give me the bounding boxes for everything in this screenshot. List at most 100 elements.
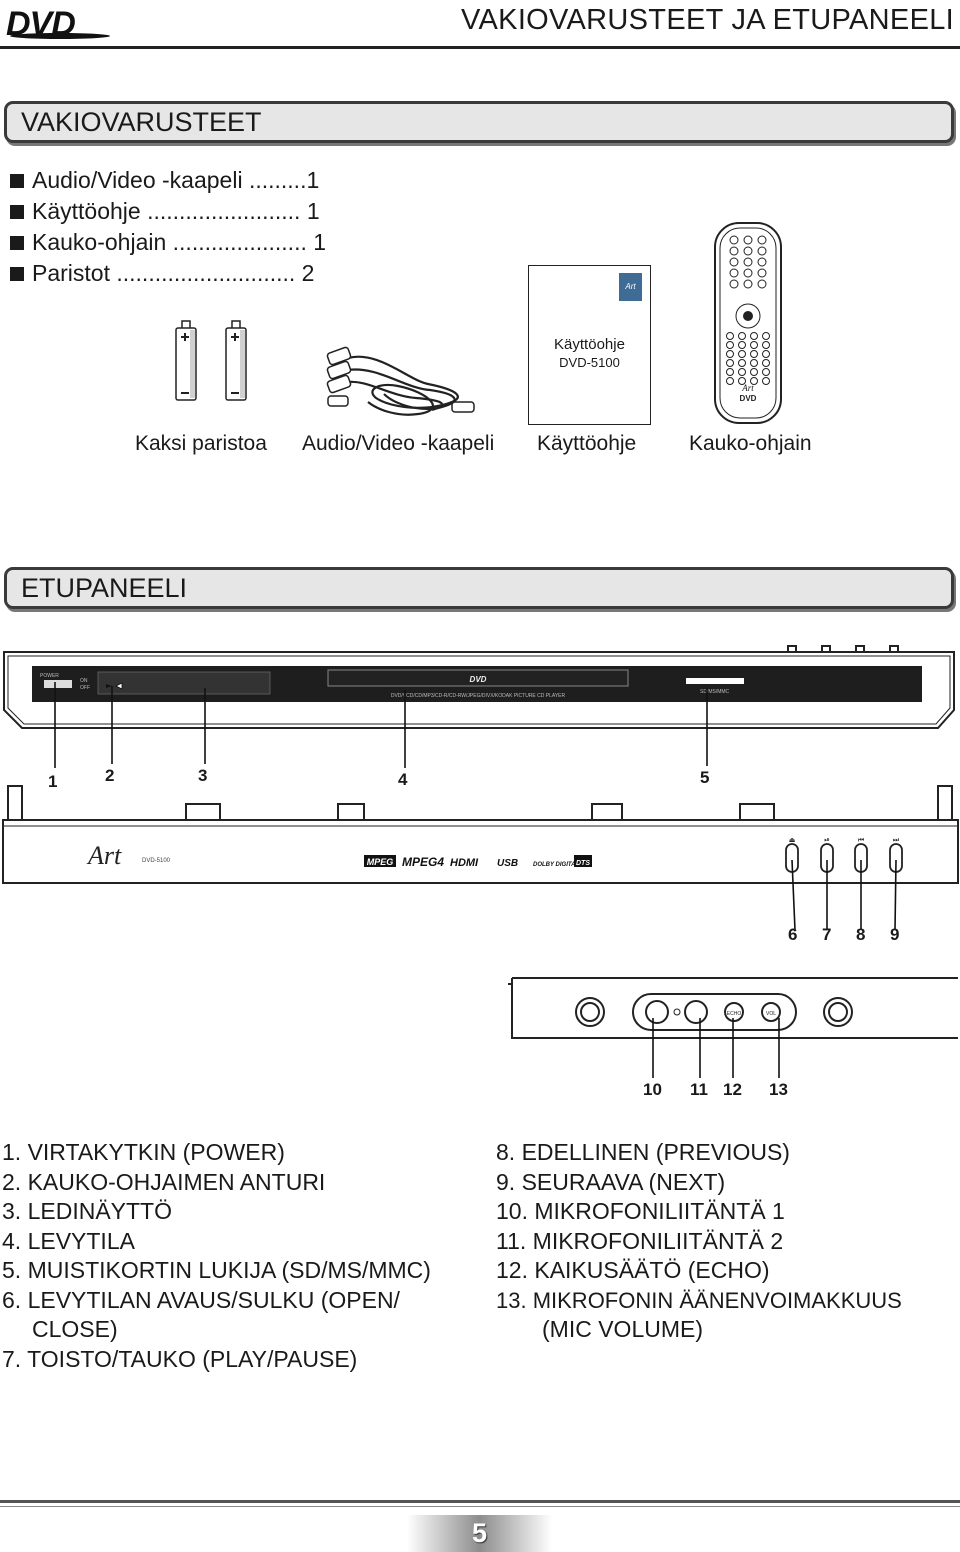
feature-item-continuation: CLOSE) xyxy=(32,1316,118,1342)
callout-2: 2 xyxy=(105,766,115,785)
remote-button xyxy=(726,332,734,340)
callout-1: 1 xyxy=(48,772,58,791)
front-model: DVD-5100 xyxy=(142,858,171,864)
remote-button xyxy=(750,332,758,340)
svg-text:DVD: DVD xyxy=(740,394,757,403)
feature-item: 2. KAUKO-OHJAIMEN ANTURI xyxy=(2,1168,326,1195)
svg-text:⏏: ⏏ xyxy=(789,836,796,844)
remote-button xyxy=(743,246,753,256)
batteries-illustration xyxy=(175,320,247,401)
list-item-text: Audio/Video -kaapeli .........1 xyxy=(32,167,320,193)
remote-button xyxy=(750,350,758,358)
remote-button xyxy=(738,368,746,376)
power-label: POWER xyxy=(40,673,59,679)
bullet-icon xyxy=(10,236,24,250)
callout-11: 11 xyxy=(690,1080,708,1099)
tray-logo: DVD xyxy=(470,675,487,684)
remote-button xyxy=(762,368,770,376)
bullet-icon xyxy=(10,205,24,219)
callout-7: 7 xyxy=(822,925,832,944)
caption-batteries: Kaksi paristoa xyxy=(135,432,267,455)
remote-button xyxy=(762,359,770,367)
remote-button xyxy=(729,235,739,245)
feature-item: 4. LEVYTILA xyxy=(2,1227,135,1254)
echo-knob-label: ECHO xyxy=(727,1011,742,1017)
remote-button xyxy=(738,341,746,349)
callout-10: 10 xyxy=(643,1080,662,1099)
badge-usb: USB xyxy=(497,858,518,869)
remote-button xyxy=(750,377,758,385)
vol-knob-label: VOL xyxy=(766,1011,776,1017)
player-top-view: POWER ON OFF DVD DVD/VCD/CD/MP3/CD-R/CD-… xyxy=(3,645,955,768)
list-item: Kauko-ohjain ..................... 1 xyxy=(10,227,326,258)
front-brand: Art xyxy=(86,841,122,870)
manual-illustration: Art Käyttöohje DVD-5100 xyxy=(528,265,651,425)
off-label: OFF xyxy=(80,685,90,691)
callout-5: 5 xyxy=(700,768,710,787)
remote-button xyxy=(762,377,770,385)
page-title: VAKIOVARUSTEET JA ETUPANEELI xyxy=(461,4,954,36)
callout-9: 9 xyxy=(890,925,900,944)
callout-8: 8 xyxy=(856,925,866,944)
list-item-text: Käyttöohje ........................ 1 xyxy=(32,198,320,224)
feature-item: 7. TOISTO/TAUKO (PLAY/PAUSE) xyxy=(2,1345,358,1372)
badge-dts: DTS xyxy=(576,860,590,867)
remote-button xyxy=(757,246,767,256)
badge-mpeg4: MPEG4 xyxy=(402,855,444,869)
svg-text:Art: Art xyxy=(741,383,754,393)
remote-button xyxy=(757,257,767,267)
page-number: 5 xyxy=(471,1518,488,1548)
feature-item: 3. LEDINÄYTTÖ xyxy=(2,1198,172,1224)
feature-item: 12. KAIKUSÄÄTÖ (ECHO) xyxy=(496,1257,770,1283)
remote-control-illustration: Art DVD xyxy=(714,222,782,424)
svg-text:⏮: ⏮ xyxy=(858,836,864,844)
feature-item: 5. MUISTIKORTIN LUKIJA (SD/MS/MMC) xyxy=(2,1257,431,1283)
remote-button xyxy=(762,341,770,349)
feature-item-continuation: (MIC VOLUME) xyxy=(542,1316,703,1342)
feature-list-right: 8. EDELLINEN (PREVIOUS) 9. SEURAAVA (NEX… xyxy=(496,1138,902,1345)
remote-button xyxy=(738,377,746,385)
remote-button xyxy=(743,235,753,245)
player-mic-panel-view: ECHO VOL xyxy=(508,977,958,1078)
callout-4: 4 xyxy=(398,770,408,789)
bullet-icon xyxy=(10,174,24,188)
tray-formats: DVD/VCD/CD/MP3/CD-R/CD-RW/JPEG/DIVX/KODA… xyxy=(391,693,566,699)
bullet-icon xyxy=(10,267,24,281)
callout-6: 6 xyxy=(788,925,798,944)
list-item: Audio/Video -kaapeli .........1 xyxy=(10,165,326,196)
remote-button xyxy=(738,332,746,340)
remote-button xyxy=(750,341,758,349)
badge-hdmi: HDMI xyxy=(450,857,479,869)
remote-button xyxy=(757,268,767,278)
caption-remote: Kauko-ohjain xyxy=(689,432,812,455)
caption-av-cable: Audio/Video -kaapeli xyxy=(302,432,495,455)
remote-button xyxy=(726,350,734,358)
manual-logo: Art xyxy=(619,273,642,301)
card-slot-label: SD/MS/MMC xyxy=(700,689,730,695)
remote-button xyxy=(726,359,734,367)
remote-button xyxy=(726,368,734,376)
remote-button xyxy=(743,257,753,267)
callout-12: 12 xyxy=(723,1080,742,1099)
remote-button xyxy=(743,279,753,289)
list-item: Paristot ............................ 2 xyxy=(10,258,326,289)
feature-item: 1. VIRTAKYTKIN (POWER) xyxy=(2,1139,285,1165)
remote-button xyxy=(750,359,758,367)
feature-item: 6. LEVYTILAN AVAUS/SULKU (OPEN/ xyxy=(2,1286,400,1313)
footer-divider-thin xyxy=(0,1506,960,1507)
callout-13: 13 xyxy=(769,1080,788,1099)
remote-button xyxy=(729,257,739,267)
list-item-text: Kauko-ohjain ..................... 1 xyxy=(32,229,327,255)
front-panel-heading: ETUPANEELI xyxy=(4,567,954,609)
list-item-text: Paristot ............................ 2 xyxy=(32,260,315,286)
page-number-box: 5 xyxy=(407,1515,552,1552)
feature-item: 9. SEURAAVA (NEXT) xyxy=(496,1168,726,1195)
on-label: ON xyxy=(80,678,88,684)
dvd-logo: DVD xyxy=(6,6,110,40)
remote-button xyxy=(743,268,753,278)
remote-button xyxy=(757,235,767,245)
feature-item: 8. EDELLINEN (PREVIOUS) xyxy=(496,1139,790,1165)
remote-button xyxy=(729,246,739,256)
remote-button xyxy=(738,359,746,367)
remote-button xyxy=(757,279,767,289)
